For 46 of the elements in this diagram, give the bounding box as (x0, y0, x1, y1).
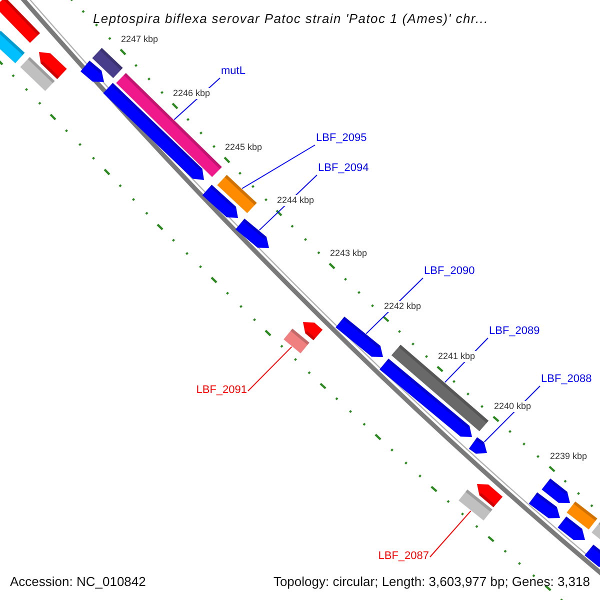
gene-bar (20, 57, 55, 91)
gene-block (202, 184, 238, 218)
gene-bar (458, 490, 492, 520)
gene-label: mutL (221, 65, 246, 78)
gene-label: LBF_2087 (378, 550, 429, 563)
scale-label: 2243 kbp (329, 248, 368, 259)
gene-bar (592, 522, 600, 540)
gene-block (468, 437, 487, 454)
gene-bar (0, 30, 25, 64)
gene-bar (116, 73, 222, 177)
gene-block (584, 544, 600, 567)
scale-label: 2239 kbp (549, 451, 588, 462)
gene-label: LBF_2091 (196, 384, 247, 397)
gene-block (303, 322, 323, 340)
topology-text: Topology: circular; Length: 3,603,977 bp; Genes: 3,318 (273, 574, 590, 590)
gene-label: LBF_2090 (424, 265, 475, 278)
gene-label: LBF_2095 (316, 132, 367, 145)
gene-block (477, 484, 503, 508)
gene-block (558, 516, 585, 540)
gene-bar (0, 0, 40, 43)
gene-block (336, 316, 383, 357)
gene-bar (284, 328, 310, 354)
leader-line (248, 346, 292, 392)
scale-label: 2247 kbp (120, 34, 160, 45)
scale-label: 2240 kbp (493, 401, 532, 412)
leader-line (242, 144, 316, 189)
scale-label: 2246 kbp (172, 88, 212, 99)
leader-line (430, 510, 472, 558)
scale-label: 2241 kbp (437, 351, 476, 362)
gene-bar (566, 502, 598, 530)
accession-text: Accession: NC_010842 (10, 574, 146, 590)
gene-block (80, 60, 104, 82)
gene-label: LBF_2094 (318, 162, 369, 175)
gene-label: LBF_2088 (541, 373, 592, 386)
gene-label: LBF_2089 (489, 325, 540, 338)
scale-label: 2242 kbp (383, 301, 422, 312)
gene-block (528, 492, 560, 518)
gene-block (39, 52, 67, 80)
gene-bar (217, 174, 257, 214)
gene-block (236, 218, 269, 248)
scale-label: 2245 kbp (224, 142, 264, 153)
gene-block (542, 478, 570, 503)
map-title: Leptospira biflexa serovar Patoc strain 'Patoc 1 (Ames)' chr... (93, 11, 488, 26)
gene-bar (92, 48, 123, 78)
scale-label: 2244 kbp (276, 195, 316, 206)
gene-bar (391, 344, 489, 432)
